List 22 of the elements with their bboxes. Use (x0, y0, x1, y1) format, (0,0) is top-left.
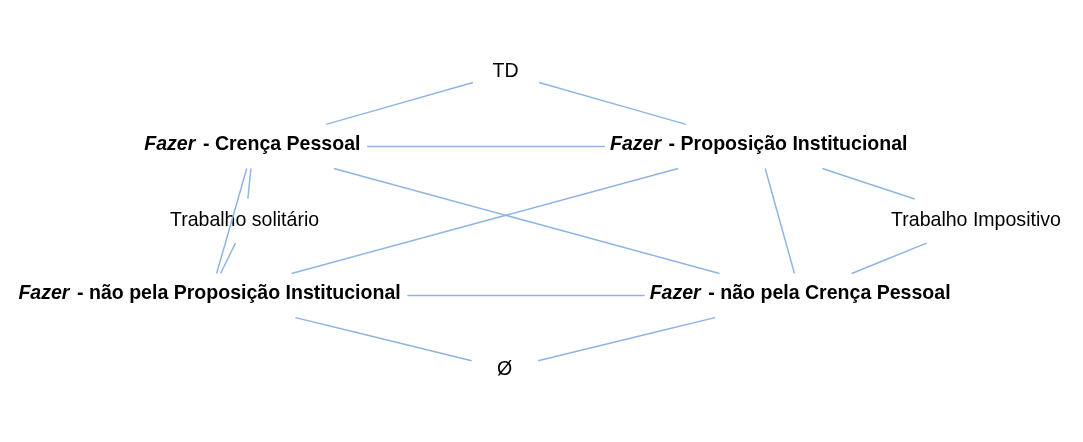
connector (406, 294, 646, 297)
connector (821, 167, 916, 200)
connector (537, 316, 716, 362)
connector (325, 81, 474, 126)
connector (764, 167, 796, 275)
node-text: Ø (496, 356, 513, 379)
connector (538, 81, 687, 126)
node-text: TD (492, 58, 519, 81)
connector (851, 242, 928, 275)
node-text: Fazer - Proposição Institucional (609, 131, 908, 154)
connector (215, 167, 248, 275)
connector (247, 167, 252, 200)
node-text: Trabalho solitário (169, 207, 320, 230)
connector (290, 167, 679, 275)
connector (366, 145, 606, 148)
node-text: Fazer - não pela Crença Pessoal (649, 280, 951, 303)
node-text: Fazer - Crença Pessoal (144, 131, 361, 154)
node-text: Fazer - não pela Proposição Institucional (18, 280, 401, 303)
connector (294, 316, 473, 362)
node-text: Trabalho Impositivo (891, 207, 1061, 230)
connector (333, 167, 721, 275)
connector (219, 242, 237, 274)
